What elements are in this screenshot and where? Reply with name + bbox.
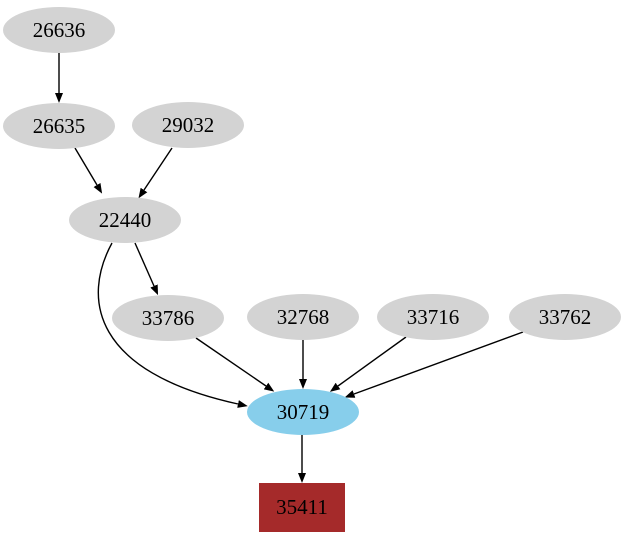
node-33762: 33762 [509, 294, 621, 340]
edge-22440-30719 [97, 242, 248, 408]
edge-33716-30719 [329, 336, 407, 392]
node-26635: 26635 [3, 103, 115, 149]
node-30719-highlighted: 30719 [247, 389, 359, 435]
edge-33762-30719 [344, 331, 524, 398]
node-26636: 26636 [3, 7, 115, 53]
node-32768: 32768 [247, 294, 359, 340]
node-33786: 33786 [112, 295, 224, 341]
edge-22440-33786 [134, 242, 159, 296]
node-29032: 29032 [132, 102, 244, 148]
node-22440: 22440 [69, 197, 181, 243]
edge-29032-22440 [138, 147, 173, 199]
edge-26635-22440 [74, 147, 103, 194]
node-35411-terminal: 35411 [259, 483, 345, 532]
node-33716: 33716 [377, 294, 489, 340]
edge-33786-30719 [195, 337, 275, 392]
